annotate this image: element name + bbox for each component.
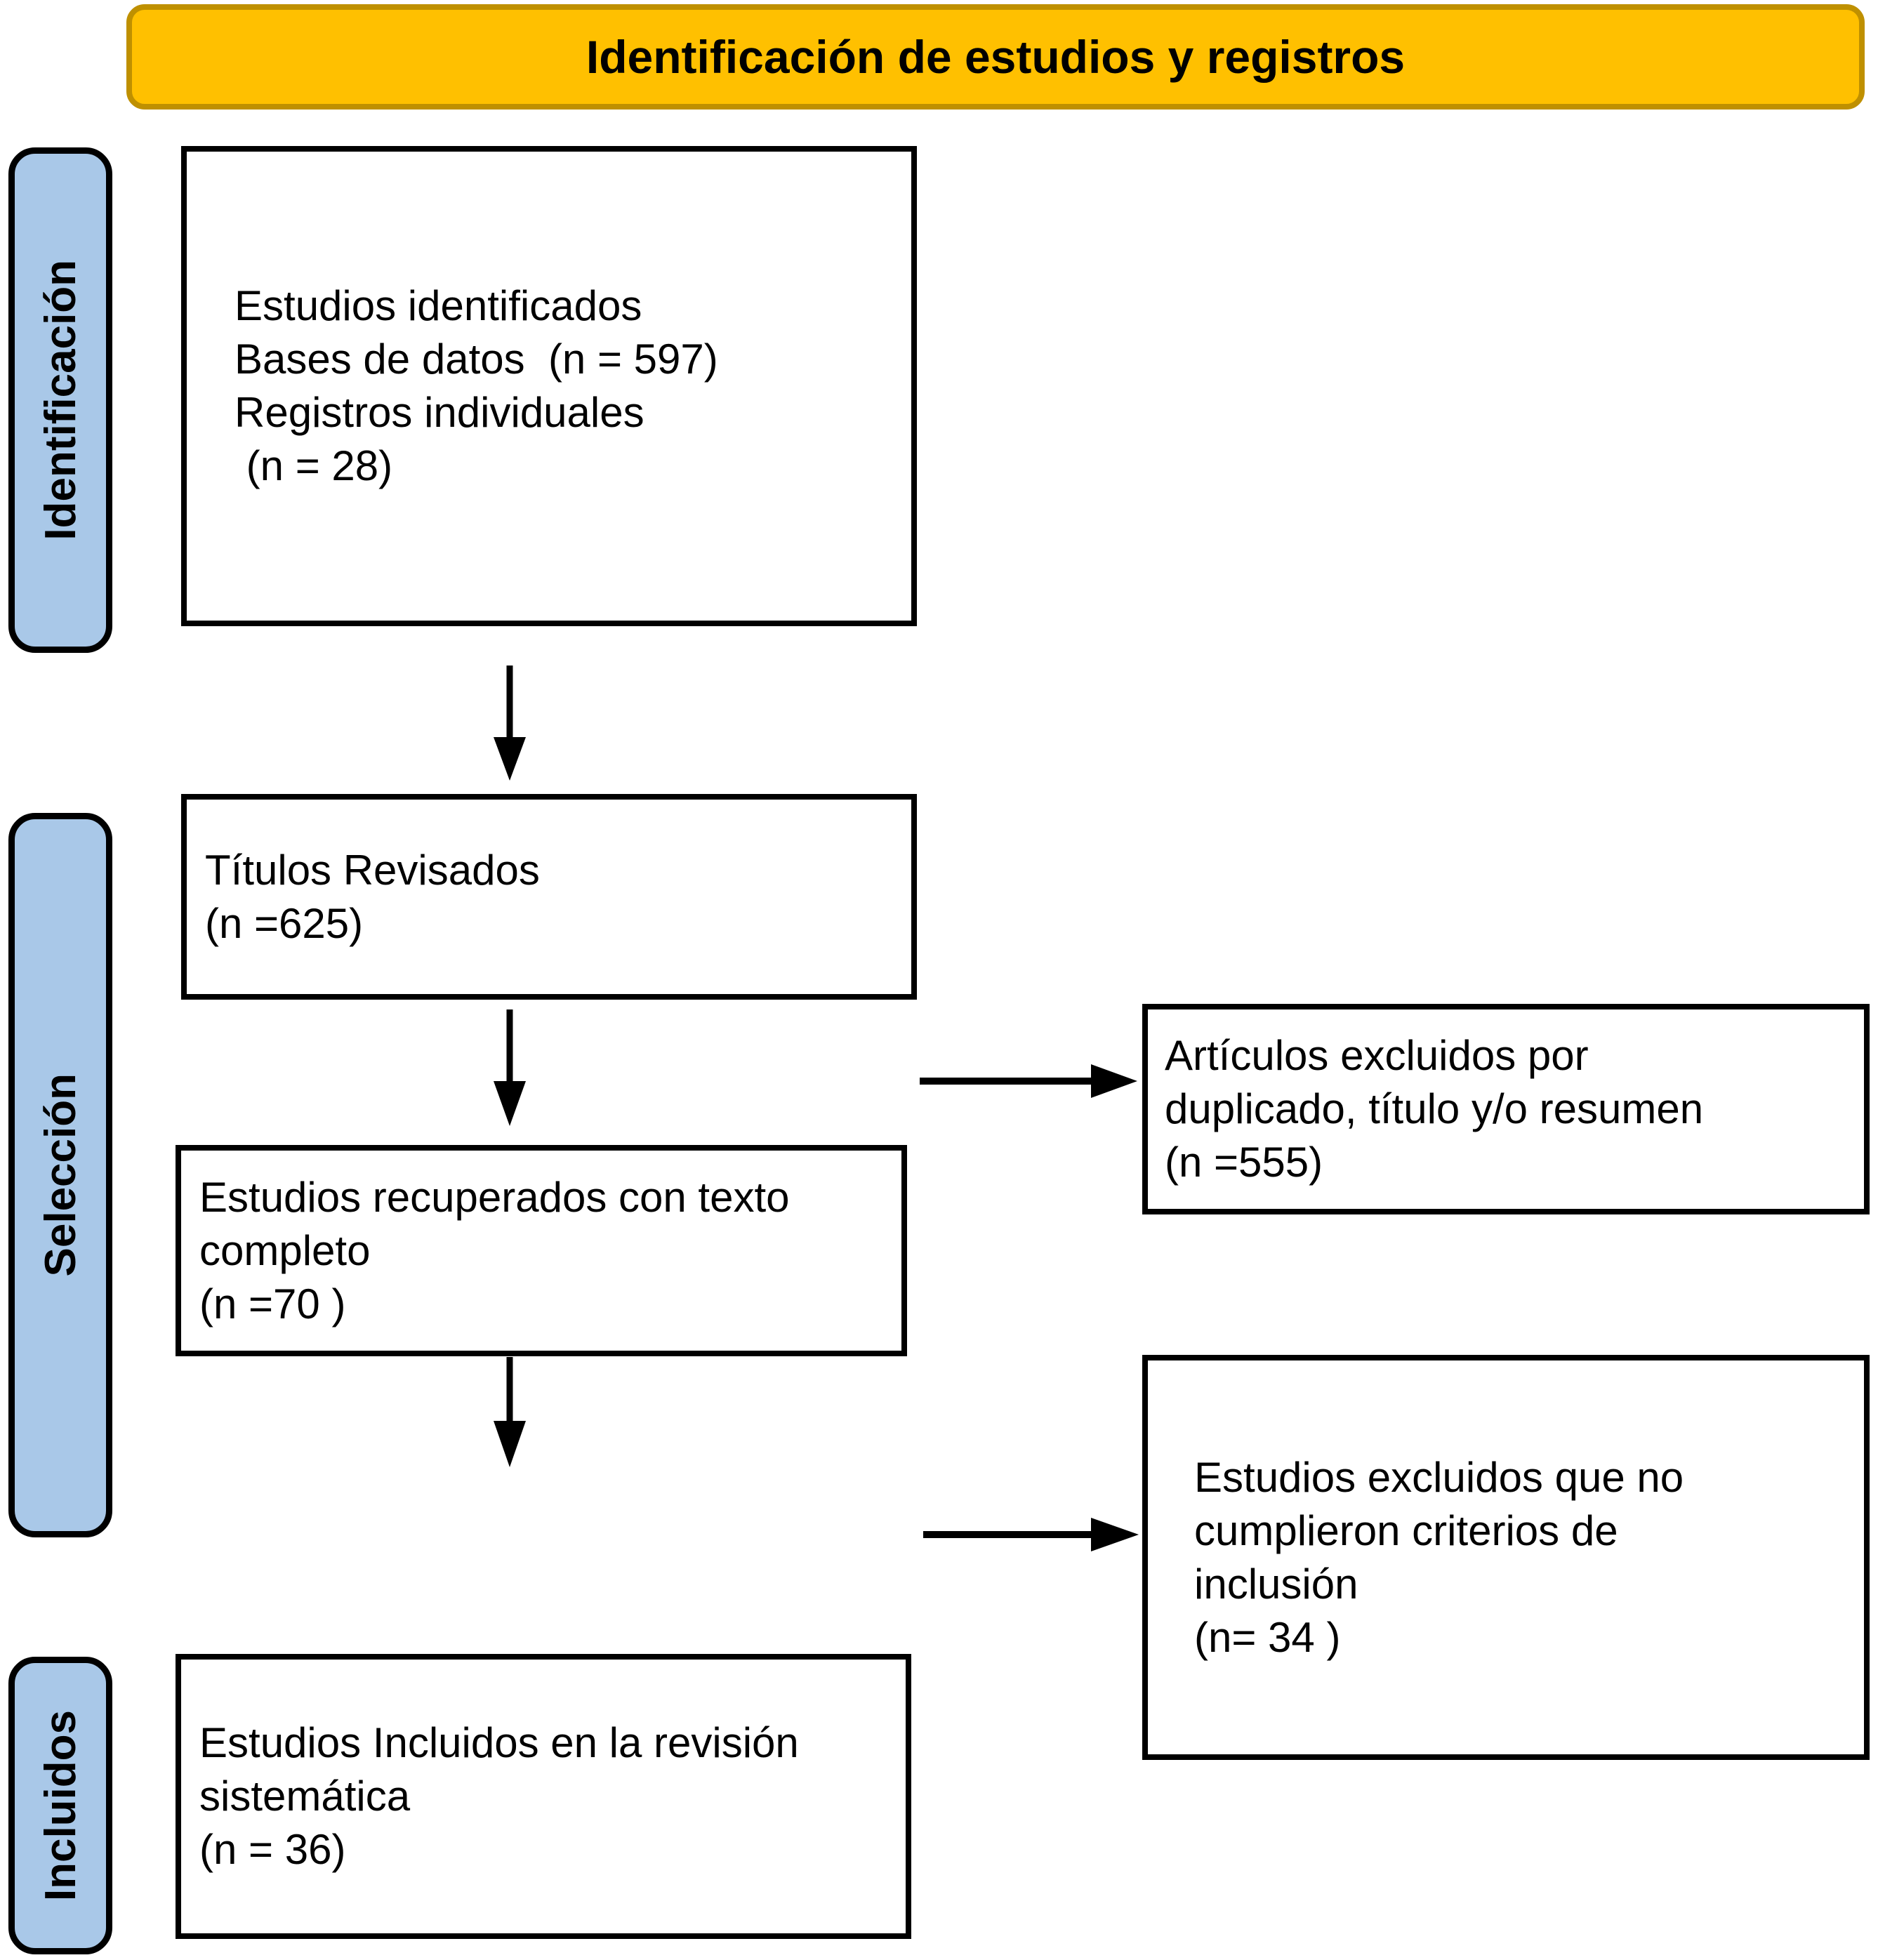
box-excluded-duplicates-line: (n =555) bbox=[1165, 1139, 1323, 1186]
arrow-fulltext-to-included bbox=[494, 1357, 526, 1467]
arrow-titles-to-fulltext bbox=[494, 1009, 526, 1126]
box-titles-reviewed: Títulos Revisados (n =625) bbox=[181, 794, 917, 1000]
box-fulltext-retrieved-line: (n =70 ) bbox=[199, 1280, 346, 1327]
box-included-review-line: sistemática bbox=[199, 1773, 411, 1820]
stage-seleccion-label: Selección bbox=[36, 1073, 85, 1277]
box-fulltext-retrieved: Estudios recuperados con texto completo … bbox=[176, 1145, 907, 1356]
box-fulltext-retrieved-line: Estudios recuperados con texto bbox=[199, 1173, 790, 1221]
box-excluded-duplicates-line: duplicado, título y/o resumen bbox=[1165, 1085, 1704, 1132]
box-included-review-line: Estudios Incluidos en la revisión bbox=[199, 1719, 799, 1766]
box-titles-reviewed-line: Títulos Revisados bbox=[205, 846, 540, 894]
box-studies-identified: Estudios identificados Bases de datos (n… bbox=[181, 146, 917, 626]
box-included-review: Estudios Incluidos en la revisión sistem… bbox=[176, 1654, 911, 1939]
box-studies-identified-line: Estudios identificados bbox=[234, 282, 642, 329]
banner: Identificación de estudios y registros bbox=[126, 4, 1865, 110]
box-excluded-duplicates-line: Artículos excluidos por bbox=[1165, 1032, 1589, 1079]
arrow-to-excluded-duplicates bbox=[920, 1064, 1137, 1098]
box-studies-identified-line: (n = 28) bbox=[234, 442, 393, 489]
box-excluded-criteria-line: Estudios excluidos que no bbox=[1194, 1453, 1684, 1501]
box-excluded-criteria-line: inclusión bbox=[1194, 1560, 1358, 1608]
box-excluded-duplicates: Artículos excluidos por duplicado, títul… bbox=[1142, 1004, 1870, 1214]
box-excluded-criteria: Estudios excluidos que no cumplieron cri… bbox=[1142, 1355, 1870, 1760]
box-studies-identified-line: Registros individuales bbox=[234, 389, 644, 436]
stage-incluidos-label: Incluidos bbox=[36, 1709, 85, 1902]
stage-incluidos: Incluidos bbox=[8, 1657, 112, 1954]
box-studies-identified-line: Bases de datos (n = 597) bbox=[234, 336, 718, 383]
banner-title: Identificación de estudios y registros bbox=[586, 31, 1406, 83]
box-titles-reviewed-line: (n =625) bbox=[205, 899, 364, 947]
stage-identificacion-label: Identificación bbox=[36, 260, 85, 541]
stage-identificacion: Identificación bbox=[8, 147, 112, 653]
box-fulltext-retrieved-line: completo bbox=[199, 1226, 371, 1274]
box-excluded-criteria-line: cumplieron criterios de bbox=[1194, 1507, 1618, 1554]
box-included-review-line: (n = 36) bbox=[199, 1826, 346, 1873]
stage-seleccion: Selección bbox=[8, 813, 112, 1537]
box-excluded-criteria-line: (n= 34 ) bbox=[1194, 1613, 1341, 1661]
arrow-identified-to-titles bbox=[494, 666, 526, 781]
arrow-to-excluded-criteria bbox=[923, 1518, 1139, 1551]
